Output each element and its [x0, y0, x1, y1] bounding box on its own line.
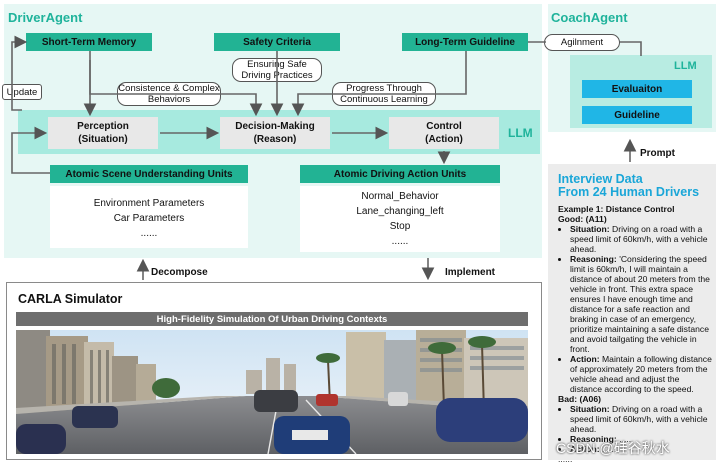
reasoning-text: ...... [619, 434, 634, 444]
scene-units-box: Atomic Scene Understanding Units [50, 165, 248, 183]
carla-city-scene-image [16, 330, 528, 454]
situation-text: Driving on a road with a speed limit of … [570, 404, 708, 434]
action-units-box: Atomic Driving Action Units [300, 165, 500, 183]
good-situation: Situation: Driving on a road with a spee… [570, 224, 712, 254]
scene-item: Environment Parameters [93, 198, 205, 209]
perception-sub: (Situation) [78, 134, 128, 145]
interview-title-line2: From 24 Human Drivers [558, 185, 700, 199]
implement-label: Implement [445, 267, 496, 278]
good-heading: Good: (A11) [558, 214, 607, 224]
coach-llm-label: LLM [674, 60, 697, 72]
action-units-list: Normal_Behavior Lane_changing_left Stop … [300, 186, 500, 252]
situation-text: Driving on a road with a speed limit of … [570, 224, 708, 254]
bad-reasoning: Reasoning: ...... [570, 434, 712, 444]
decision-label: Decision-Making [235, 121, 315, 132]
memory-to-decision-arrow [89, 60, 263, 117]
decompose-label: Decompose [151, 267, 208, 278]
interview-body: Example 1: Distance Control Good: (A11) … [558, 204, 712, 464]
action-label: Action: [570, 354, 600, 364]
long-term-guideline-box: Long-Term Guideline [402, 33, 528, 51]
interview-title-line1: Interview Data [558, 172, 643, 186]
reasoning-text: 'Considering the speed limit is 60km/h, … [570, 254, 710, 354]
carla-banner: High-Fidelity Simulation Of Urban Drivin… [16, 312, 528, 326]
scene-item: ...... [140, 228, 158, 239]
control-box: Control (Action) [389, 117, 499, 149]
safety-criteria-box: Safety Criteria [214, 33, 340, 51]
good-reasoning: Reasoning: 'Considering the speed limit … [570, 254, 712, 354]
scene-units-list: Environment Parameters Car Parameters ..… [50, 186, 248, 248]
example-heading: Example 1: Distance Control [558, 204, 675, 214]
reasoning-label: Reasoning: [570, 254, 617, 264]
driver-llm-label: LLM [508, 126, 533, 140]
situation-label: Situation: [570, 404, 610, 414]
scene-to-perception-arrow [11, 126, 50, 174]
action-label: Action: [570, 444, 600, 454]
action-item: Normal_Behavior [361, 191, 439, 202]
action-item: ...... [391, 236, 409, 247]
short-term-memory-box: Short-Term Memory [26, 33, 152, 51]
decision-box: Decision-Making (Reason) [220, 117, 330, 149]
evaluation-box: Evaluaiton [582, 80, 692, 98]
action-text: Maintain a following distance of approxi… [570, 354, 712, 394]
alignment-pill: Agilnment [544, 34, 620, 51]
guideline-to-decision-arrow [291, 51, 467, 117]
action-item: Stop [389, 221, 411, 232]
alignment-right-line [620, 41, 642, 56]
action-item: Lane_changing_left [356, 206, 444, 217]
good-list: Situation: Driving on a road with a spee… [558, 224, 712, 394]
scene-item: Car Parameters [113, 213, 185, 224]
control-sub: (Action) [425, 134, 463, 145]
perception-label: Perception [77, 121, 129, 132]
reasoning-label: Reasoning: [570, 434, 617, 444]
prompt-label: Prompt [640, 148, 675, 159]
update-arrow [11, 35, 28, 111]
coach-agent-title: CoachAgent [551, 10, 628, 25]
carla-title: CARLA Simulator [18, 292, 123, 306]
bad-situation: Situation: Driving on a road with a spee… [570, 404, 712, 434]
control-label: Control [426, 121, 462, 132]
decision-sub: (Reason) [253, 134, 297, 145]
watermark: CSDN @硅谷秋水 [556, 440, 670, 456]
situation-label: Situation: [570, 224, 610, 234]
guideline-box: Guideline [582, 106, 692, 124]
bad-list: Situation: Driving on a road with a spee… [558, 404, 712, 454]
driver-agent-title: DriverAgent [8, 10, 83, 25]
more-ellipsis: ...... [558, 454, 573, 464]
good-action: Action: Maintain a following distance of… [570, 354, 712, 394]
action-text: ...... [602, 444, 617, 454]
bad-action: Action: ...... [570, 444, 712, 454]
interview-data-panel [548, 164, 716, 460]
perception-box: Perception (Situation) [48, 117, 158, 149]
bad-heading: Bad: (A06) [558, 394, 601, 404]
